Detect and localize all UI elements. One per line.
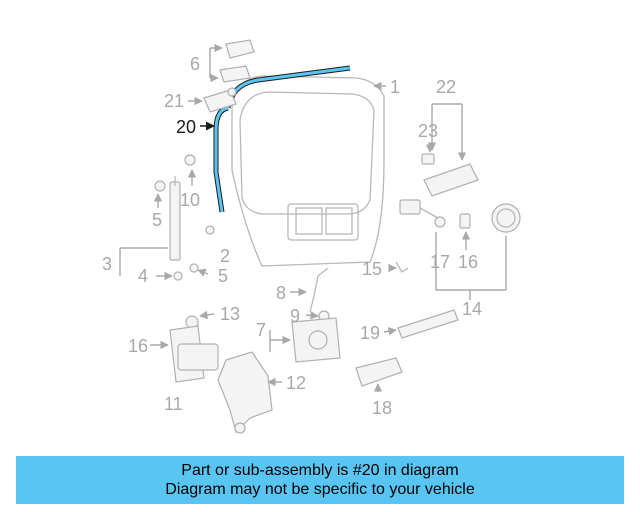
bumper-part bbox=[203, 87, 237, 113]
gas-strut bbox=[169, 176, 181, 261]
label-16b: 16 bbox=[458, 252, 478, 272]
label-17: 17 bbox=[430, 252, 450, 272]
label-8: 8 bbox=[276, 283, 286, 303]
emblem-part bbox=[491, 203, 521, 233]
label-23: 23 bbox=[418, 121, 438, 141]
hook-part bbox=[395, 261, 409, 273]
lamp-parts bbox=[399, 199, 471, 229]
switch-part bbox=[421, 153, 479, 197]
handle-part bbox=[355, 357, 403, 387]
label-6: 6 bbox=[190, 54, 200, 74]
leader-lines bbox=[119, 43, 507, 392]
label-22: 22 bbox=[436, 77, 456, 97]
label-10: 10 bbox=[180, 190, 200, 210]
parts-diagram: 1 2 3 4 5 5 6 7 8 9 10 11 12 13 14 15 16… bbox=[102, 39, 521, 434]
banner-line-1: Part or sub-assembly is #20 in diagram bbox=[181, 462, 459, 479]
label-2: 2 bbox=[220, 246, 230, 266]
label-18: 18 bbox=[372, 398, 392, 418]
hinge-part bbox=[219, 39, 255, 83]
banner-line-2: Diagram may not be specific to your vehi… bbox=[165, 481, 475, 498]
label-19: 19 bbox=[360, 323, 380, 343]
latch-part bbox=[291, 317, 341, 363]
rod-part bbox=[309, 267, 329, 313]
label-15: 15 bbox=[362, 259, 382, 279]
label-5a: 5 bbox=[152, 210, 162, 230]
label-13: 13 bbox=[220, 304, 240, 324]
label-16a: 16 bbox=[128, 336, 148, 356]
label-14: 14 bbox=[462, 299, 482, 319]
label-20: 20 bbox=[176, 117, 196, 137]
label-7: 7 bbox=[256, 320, 266, 340]
striker-plate bbox=[217, 351, 273, 434]
label-5b: 5 bbox=[218, 266, 228, 286]
actuator-part bbox=[169, 325, 219, 383]
label-3: 3 bbox=[102, 254, 112, 274]
garnish-plate bbox=[397, 309, 459, 339]
label-1: 1 bbox=[390, 77, 400, 97]
info-banner: Part or sub-assembly is #20 in diagram D… bbox=[16, 456, 624, 504]
liftgate-panel bbox=[231, 75, 385, 267]
label-12: 12 bbox=[286, 373, 306, 393]
label-11: 11 bbox=[164, 394, 183, 414]
label-9: 9 bbox=[290, 306, 300, 326]
fastener-parts bbox=[154, 154, 330, 329]
label-4: 4 bbox=[138, 266, 148, 286]
part-labels: 1 2 3 4 5 5 6 7 8 9 10 11 12 13 14 15 16… bbox=[102, 54, 482, 418]
label-21: 21 bbox=[164, 91, 184, 111]
